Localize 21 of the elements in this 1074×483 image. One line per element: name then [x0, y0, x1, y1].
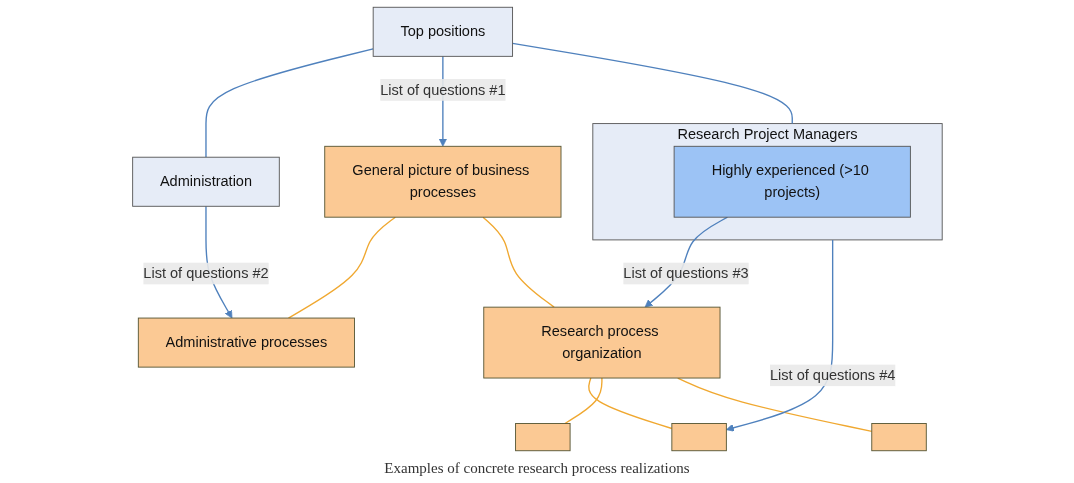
connector — [204, 48, 374, 158]
edge-label: List of questions #4 — [769, 367, 895, 383]
connector — [481, 216, 555, 308]
node-box: General picture of business processes — [323, 145, 562, 218]
node-box: Highly experienced (>10 projects) — [673, 145, 911, 218]
node-box — [870, 423, 927, 452]
node-box — [514, 423, 571, 452]
node-box: Administrative processes — [137, 317, 355, 368]
edge-label: List of questions #1 — [379, 81, 506, 98]
edge-label: List of questions #3 — [622, 265, 749, 281]
node-box: Top positions — [372, 6, 513, 57]
connector — [287, 216, 396, 319]
connector — [511, 42, 793, 125]
edge-label: List of questions #2 — [142, 265, 269, 281]
node-box: Research process organization — [482, 306, 721, 379]
note-text: Examples of concrete research process realizations — [384, 460, 690, 477]
connector — [587, 377, 673, 430]
node-box — [670, 423, 727, 452]
node-box: Administration — [131, 156, 280, 207]
connector — [563, 377, 603, 425]
arrow — [725, 239, 833, 432]
